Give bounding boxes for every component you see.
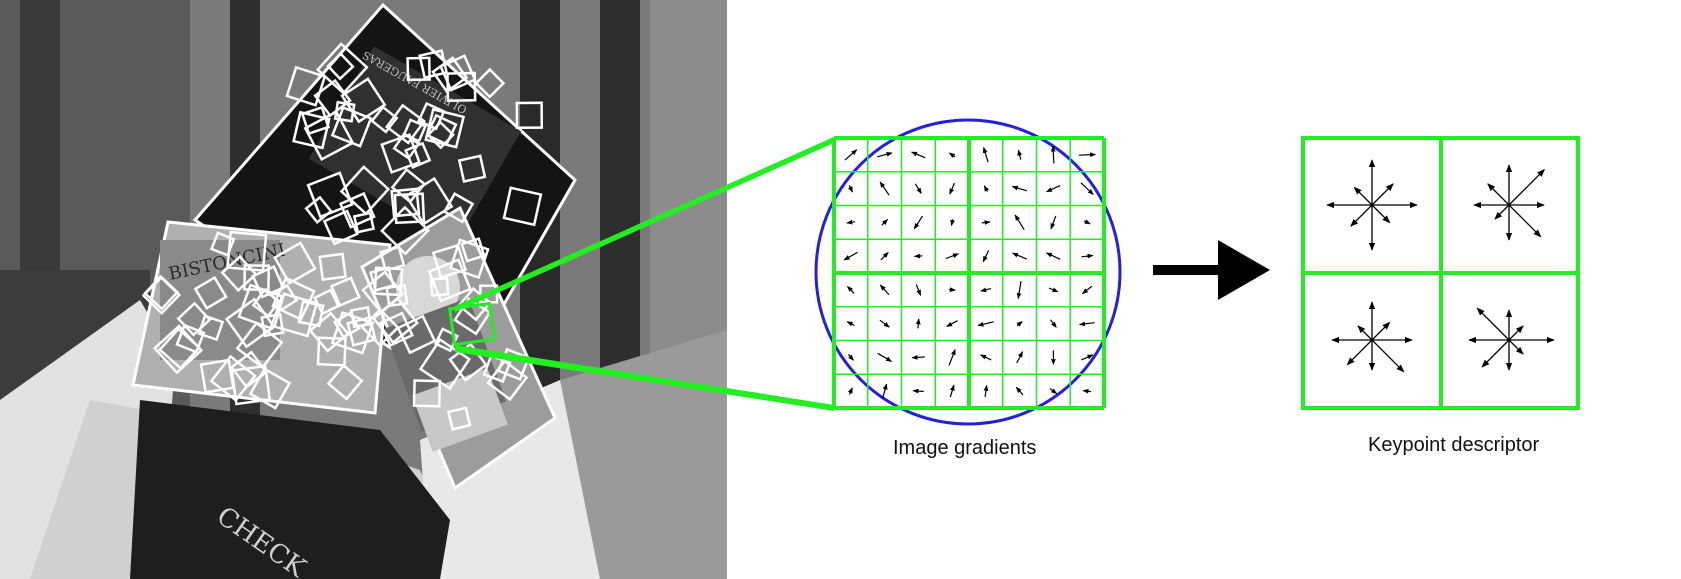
gradient-arrow xyxy=(1047,253,1061,259)
keypoint-descriptor-caption: Keypoint descriptor xyxy=(1368,434,1539,457)
gradient-arrow xyxy=(1050,389,1057,394)
gradient-arrow xyxy=(984,148,989,163)
gradient-arrow xyxy=(880,285,889,295)
gradient-arrow xyxy=(978,322,994,326)
gradient-arrow xyxy=(847,322,854,326)
descriptor-arrow xyxy=(1354,187,1372,205)
gradient-arrow xyxy=(1018,281,1021,298)
gradient-arrow xyxy=(1015,215,1024,230)
gradient-arrow xyxy=(950,183,955,194)
gradient-arrow xyxy=(1083,391,1091,392)
gradient-arrow xyxy=(1082,286,1092,293)
gradient-arrow xyxy=(1079,155,1096,156)
gradient-arrow xyxy=(848,286,855,293)
gradient-arrow xyxy=(981,355,992,360)
gradient-arrow xyxy=(951,219,952,225)
gradient-arrow xyxy=(1047,186,1061,192)
gradient-arrow xyxy=(915,256,923,257)
gradient-arrow xyxy=(949,350,955,366)
gradient-arrow xyxy=(880,320,889,327)
gradient-arrow xyxy=(949,153,955,157)
gradient-arrow xyxy=(981,289,991,292)
gradient-arrow xyxy=(1084,221,1090,224)
gradient-arrow xyxy=(849,388,852,395)
gradient-arrow xyxy=(913,391,924,392)
gradient-arrow xyxy=(883,384,887,398)
transform-arrow-icon xyxy=(1153,240,1270,300)
descriptor-arrow xyxy=(1482,340,1509,367)
gradient-arrow xyxy=(881,252,888,260)
descriptor-arrow xyxy=(1347,340,1372,365)
descriptor-arrow xyxy=(1372,340,1404,372)
gradient-arrow xyxy=(877,153,892,157)
gradient-arrow xyxy=(845,150,857,160)
gradient-arrow xyxy=(950,385,954,397)
gradient-arrow xyxy=(882,220,888,226)
gradient-arrow xyxy=(1012,187,1027,191)
descriptor-arrow xyxy=(1509,205,1541,237)
gradient-arrow xyxy=(984,186,987,192)
gradient-arrow xyxy=(1051,216,1056,229)
descriptor-arrow xyxy=(1477,308,1509,340)
image-gradients-caption: Image gradients xyxy=(893,437,1036,460)
gradient-arrow xyxy=(878,353,892,361)
descriptor-arrow xyxy=(1351,205,1372,226)
gradient-arrow xyxy=(848,354,853,360)
gradient-arrow xyxy=(1017,352,1023,363)
gradient-arrow xyxy=(947,321,958,327)
gradient-arrow xyxy=(1081,256,1093,257)
descriptor-arrow xyxy=(1372,205,1390,223)
gradient-arrow xyxy=(1051,320,1057,328)
descriptor-arrow xyxy=(1509,326,1523,340)
gradient-arrow xyxy=(985,386,987,397)
gradient-arrow xyxy=(983,251,988,262)
gradient-arrow xyxy=(918,319,919,328)
descriptor-arrow xyxy=(1488,184,1509,205)
gradient-arrow xyxy=(1018,150,1020,160)
gradient-arrow xyxy=(880,182,889,195)
keypoint-descriptor-grid xyxy=(1303,138,1578,408)
image-gradients-grid xyxy=(816,120,1120,424)
gradient-arrow xyxy=(1017,322,1022,326)
gradient-arrow xyxy=(949,290,955,291)
descriptor-arrow xyxy=(1509,340,1523,354)
gradient-arrow xyxy=(946,254,959,259)
gradient-arrow xyxy=(912,357,925,358)
gradient-arrow xyxy=(1080,323,1095,325)
gradient-arrow xyxy=(844,252,857,260)
gradient-arrow xyxy=(982,222,990,223)
gradient-arrow xyxy=(849,185,852,192)
descriptor-arrow xyxy=(1372,184,1393,205)
descriptor-arrow xyxy=(1358,326,1372,340)
gradient-arrow xyxy=(1053,146,1054,163)
gradient-arrow xyxy=(1013,253,1027,259)
gradient-arrow xyxy=(1016,387,1023,395)
gradient-arrow xyxy=(916,284,920,295)
descriptor-arrow xyxy=(1495,205,1509,219)
gradient-arrow xyxy=(847,222,855,223)
descriptor-arrow xyxy=(1509,170,1544,205)
gradient-arrow xyxy=(914,216,922,229)
gradient-arrow xyxy=(915,184,921,194)
descriptor-arrow xyxy=(1372,322,1390,340)
gradient-arrow xyxy=(1049,288,1058,292)
gradient-arrow xyxy=(912,152,926,158)
